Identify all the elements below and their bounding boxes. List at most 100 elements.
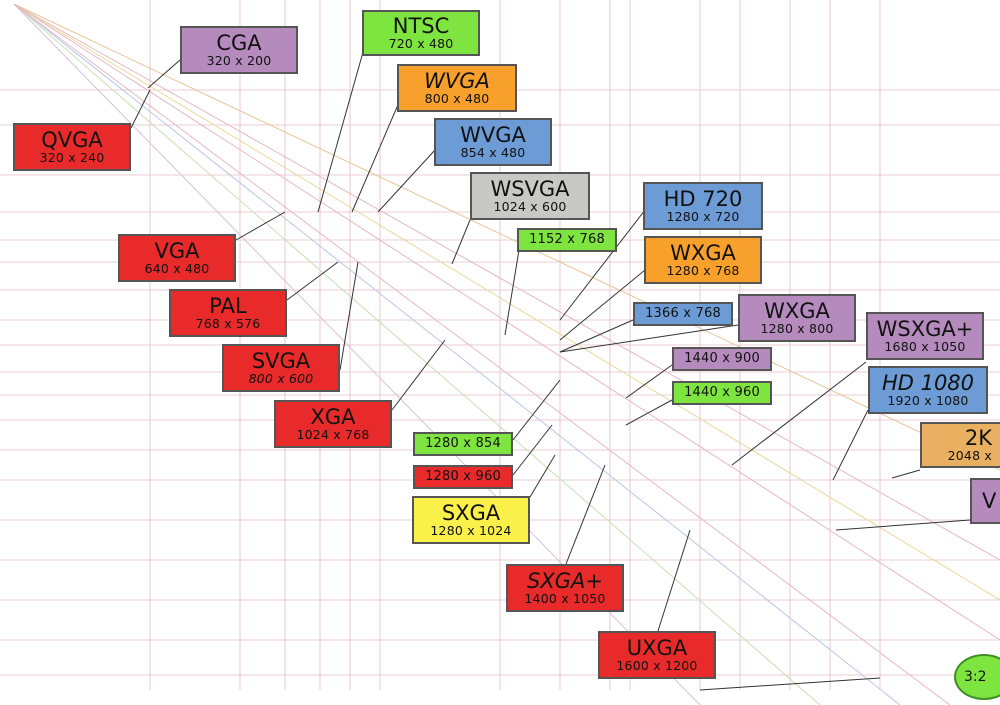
label-xga: XGA 1024 x 768	[274, 400, 392, 448]
aspect-ratio-badge: 3:2	[954, 654, 1000, 700]
label-resolution: 1920 x 1080	[887, 393, 969, 409]
aspect-ratio-line	[13, 3, 901, 705]
label-name: WSXGA+	[876, 317, 974, 342]
label-wsxga-plus: WSXGA+ 1680 x 1050	[866, 312, 984, 360]
leader-arrow	[512, 424, 553, 476]
leader-arrow	[565, 464, 606, 565]
leader-arrow	[512, 379, 561, 441]
label-name: SXGA+	[527, 569, 603, 594]
leader-arrow	[559, 209, 646, 321]
label-resolution: 1280 x 960	[425, 469, 501, 485]
label-resolution: 1280 x 1024	[430, 523, 512, 539]
label-hd1080: HD 1080 1920 x 1080	[868, 366, 988, 414]
leader-arrow	[451, 219, 471, 265]
label-resolution: 1280 x 720	[666, 209, 740, 225]
badge-text: 3:2	[964, 669, 987, 685]
label-name: XGA	[310, 405, 356, 430]
label-resolution: 1024 x 600	[493, 199, 567, 215]
label-name: HD 720	[663, 187, 743, 212]
label-name: UXGA	[626, 636, 688, 661]
label-qvga: QVGA 320 x 240	[13, 123, 131, 171]
label-resolution: 1366 x 768	[645, 306, 721, 322]
leader-arrow	[559, 269, 646, 341]
label-resolution: 2048 x	[947, 448, 992, 464]
leader-arrow	[699, 677, 881, 691]
label-name: WXGA	[764, 299, 830, 324]
leader-arrow	[130, 89, 151, 129]
leader-arrow	[147, 59, 181, 89]
leader-arrow	[377, 149, 436, 213]
leader-arrow	[832, 409, 869, 481]
label-resolution: 1280 x 768	[666, 263, 740, 279]
label-2k: 2K 2048 x	[920, 422, 1000, 468]
label-wxga-800: WXGA 1280 x 800	[738, 294, 856, 342]
label-name: WVGA	[460, 123, 526, 148]
leader-arrow	[625, 399, 673, 426]
aspect-ratio-lines	[13, 3, 1000, 705]
label-name: SVGA	[251, 349, 311, 374]
leader-arrow	[657, 529, 691, 632]
label-resolution: 1680 x 1050	[884, 339, 966, 355]
label-resolution: 1440 x 960	[684, 385, 760, 401]
label-resolution: 1152 x 768	[529, 232, 605, 248]
label-resolution: 1600 x 1200	[616, 658, 698, 674]
label-resolution: 1400 x 1050	[524, 591, 606, 607]
leader-arrow	[559, 319, 634, 353]
leader-arrow	[235, 211, 286, 241]
label-name: 2K	[964, 426, 992, 451]
label-name: HD 1080	[881, 371, 975, 396]
label-sxga-plus: SXGA+ 1400 x 1050	[506, 564, 624, 612]
label-resolution: 320 x 240	[39, 150, 105, 166]
aspect-ratio-line	[13, 3, 1000, 471]
label-wsvga: WSVGA 1024 x 600	[470, 172, 590, 220]
label-1440x900: 1440 x 900	[672, 347, 772, 371]
label-ntsc: NTSC 720 x 480	[362, 10, 480, 56]
leader-arrow	[317, 44, 366, 213]
leader-arrow	[625, 364, 673, 399]
label-resolution: 1280 x 854	[425, 436, 501, 452]
leader-arrow	[504, 249, 520, 336]
label-name: CGA	[216, 31, 262, 56]
aspect-ratio-line	[13, 3, 1000, 601]
leader-arrow	[286, 261, 339, 301]
label-name: SXGA	[441, 501, 501, 526]
label-uxga: UXGA 1600 x 1200	[598, 631, 716, 679]
label-name: QVGA	[41, 128, 103, 153]
label-pal: PAL 768 x 576	[169, 289, 287, 337]
leader-arrow	[891, 469, 921, 479]
label-wvga-854: WVGA 854 x 480	[434, 118, 552, 166]
label-resolution: 1024 x 768	[296, 427, 370, 443]
label-edge-clipped: V	[970, 478, 1000, 524]
label-1280x854: 1280 x 854	[413, 432, 513, 456]
label-name: NTSC	[392, 14, 450, 39]
label-cga: CGA 320 x 200	[180, 26, 298, 74]
label-resolution: 800 x 480	[424, 91, 490, 107]
label-resolution: 800 x 600	[248, 371, 314, 387]
label-wvga-800: WVGA 800 x 480	[397, 64, 517, 112]
label-wxga-768: WXGA 1280 x 768	[644, 236, 762, 284]
label-sxga: SXGA 1280 x 1024	[412, 496, 530, 544]
label-1440x960: 1440 x 960	[672, 381, 772, 405]
label-1152x768: 1152 x 768	[517, 228, 617, 252]
leader-arrow	[391, 339, 446, 411]
leader-arrow	[339, 261, 359, 371]
label-svga: SVGA 800 x 600	[222, 344, 340, 392]
label-resolution: 320 x 200	[206, 53, 272, 69]
label-name: VGA	[154, 239, 200, 264]
leader-arrow	[351, 99, 401, 213]
label-name: PAL	[209, 294, 247, 319]
aspect-ratio-line	[13, 3, 1000, 561]
leader-arrow	[529, 454, 556, 498]
leader-arrow	[731, 361, 867, 466]
aspect-ratio-line	[13, 3, 951, 705]
label-1366x768: 1366 x 768	[633, 302, 733, 326]
label-name: WXGA	[670, 241, 736, 266]
label-name: V	[982, 488, 997, 513]
label-resolution: 1280 x 800	[760, 321, 834, 337]
label-resolution: 720 x 480	[388, 36, 454, 52]
label-resolution: 768 x 576	[195, 316, 261, 332]
leader-arrow	[559, 324, 739, 353]
label-resolution: 640 x 480	[144, 261, 210, 277]
label-vga: VGA 640 x 480	[118, 234, 236, 282]
